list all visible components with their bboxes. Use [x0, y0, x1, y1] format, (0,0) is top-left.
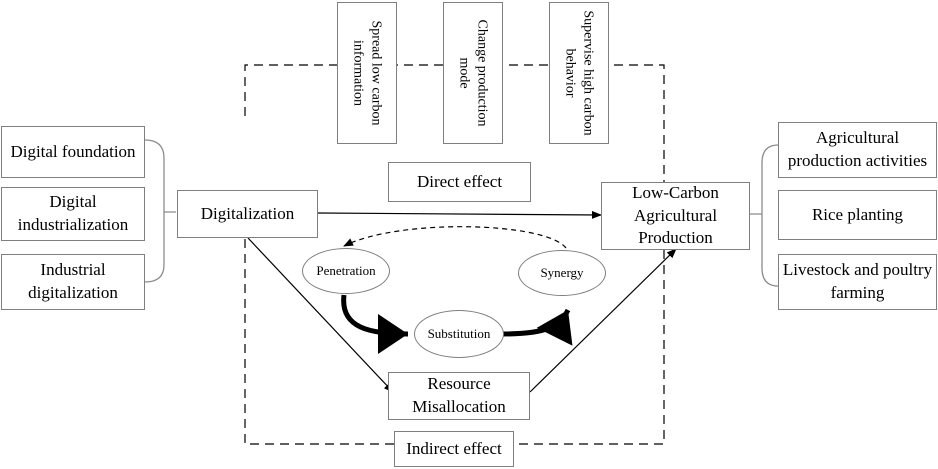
feedback-arrow — [343, 226, 567, 249]
mechanism-label: Change production mode — [457, 19, 490, 127]
mechanism-label: Supervise high carbon behavior — [563, 10, 596, 136]
mechanism-box: Spread low carbon information — [337, 2, 397, 144]
mechanism-label: Spread low carbon information — [351, 20, 384, 126]
left-factor-box: Industrial digitalization — [1, 254, 145, 310]
indirect-effect-label: Indirect effect — [394, 431, 514, 467]
right-factor-box: Agricultural production activities — [778, 122, 937, 178]
digitalization-box: Digitalization — [177, 190, 318, 238]
outcome-box: Low-Carbon Agricultural Production — [601, 182, 750, 250]
outcome-arrow — [529, 248, 677, 393]
substitution-oval: Substitution — [414, 310, 504, 358]
mechanism-box: Supervise high carbon behavior — [549, 2, 609, 144]
penetration-to-substitution-arrow — [341, 294, 409, 354]
right-brace — [750, 144, 779, 287]
misallocation-arrow — [247, 237, 394, 393]
left-factor-box: Digital foundation — [1, 126, 145, 178]
right-factor-box: Rice planting — [778, 190, 937, 240]
synergy-oval: Synergy — [518, 250, 606, 296]
mechanism-box: Change production mode — [443, 2, 503, 144]
direct-effect-label: Direct effect — [388, 162, 531, 202]
substitution-to-synergy-arrow — [501, 308, 573, 346]
left-brace — [144, 139, 176, 283]
left-factor-box: Digital industrialization — [1, 187, 145, 241]
resource-misallocation-box: Resource Misallocation — [388, 372, 530, 420]
direct-effect-arrow — [317, 210, 602, 219]
penetration-oval: Penetration — [302, 248, 390, 294]
right-factor-box: Livestock and poultry farming — [778, 254, 937, 310]
